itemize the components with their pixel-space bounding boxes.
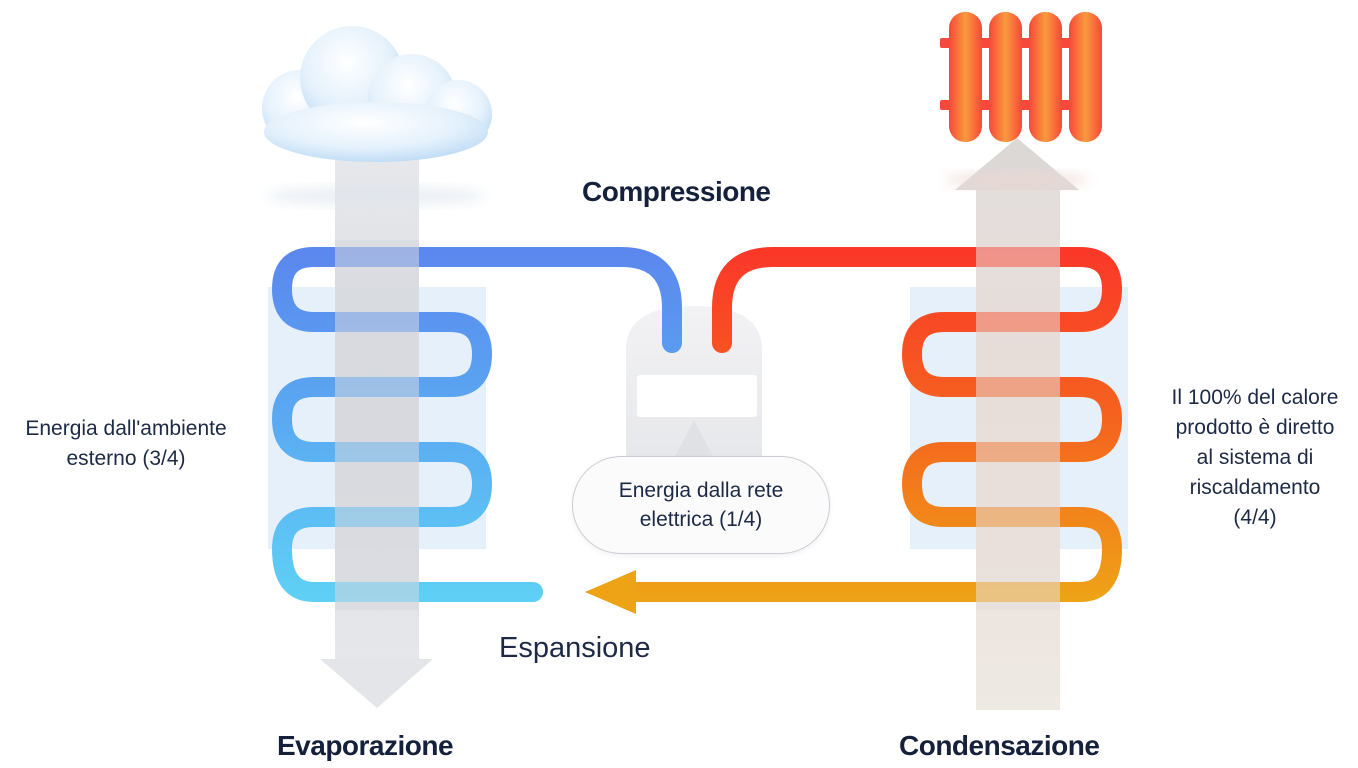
compression-label: Compressione (582, 176, 771, 207)
grid-energy-line: Energia dalla rete (618, 479, 784, 502)
expansion-label: Espansione (499, 632, 651, 664)
cold-refrigerant-pipe (272, 247, 682, 602)
expansion-arrowhead (585, 570, 636, 614)
radiator-icon (940, 12, 1102, 188)
grid-energy-line: elettrica (1/4) (639, 508, 763, 531)
compressor-display (637, 375, 757, 417)
heat-output-line: prodotto è diretto (1175, 416, 1335, 439)
heat-output-line: (4/4) (1233, 506, 1277, 529)
hot-refrigerant-pipe (620, 247, 1122, 602)
heat-output-label: Il 100% del calore prodotto è diretto al… (1150, 383, 1358, 533)
ambient-energy-line: esterno (3/4) (66, 447, 186, 470)
compressor (626, 306, 762, 470)
ambient-energy-line: Energia dall'ambiente (25, 417, 227, 440)
grid-energy-label: Energia dalla rete elettrica (1/4) (572, 456, 830, 554)
heat-output-line: riscaldamento (1189, 476, 1321, 499)
cloud-icon (262, 26, 492, 206)
evaporation-label: Evaporazione (277, 730, 454, 761)
heat-output-line: Il 100% del calore (1171, 386, 1339, 409)
condenser-airflow-overlay (976, 240, 1060, 610)
evaporator-airflow-overlay (335, 240, 419, 610)
condensation-label: Condensazione (899, 730, 1100, 761)
ambient-energy-label: Energia dall'ambiente esterno (3/4) (8, 414, 244, 474)
heat-output-line: al sistema di (1196, 446, 1314, 469)
